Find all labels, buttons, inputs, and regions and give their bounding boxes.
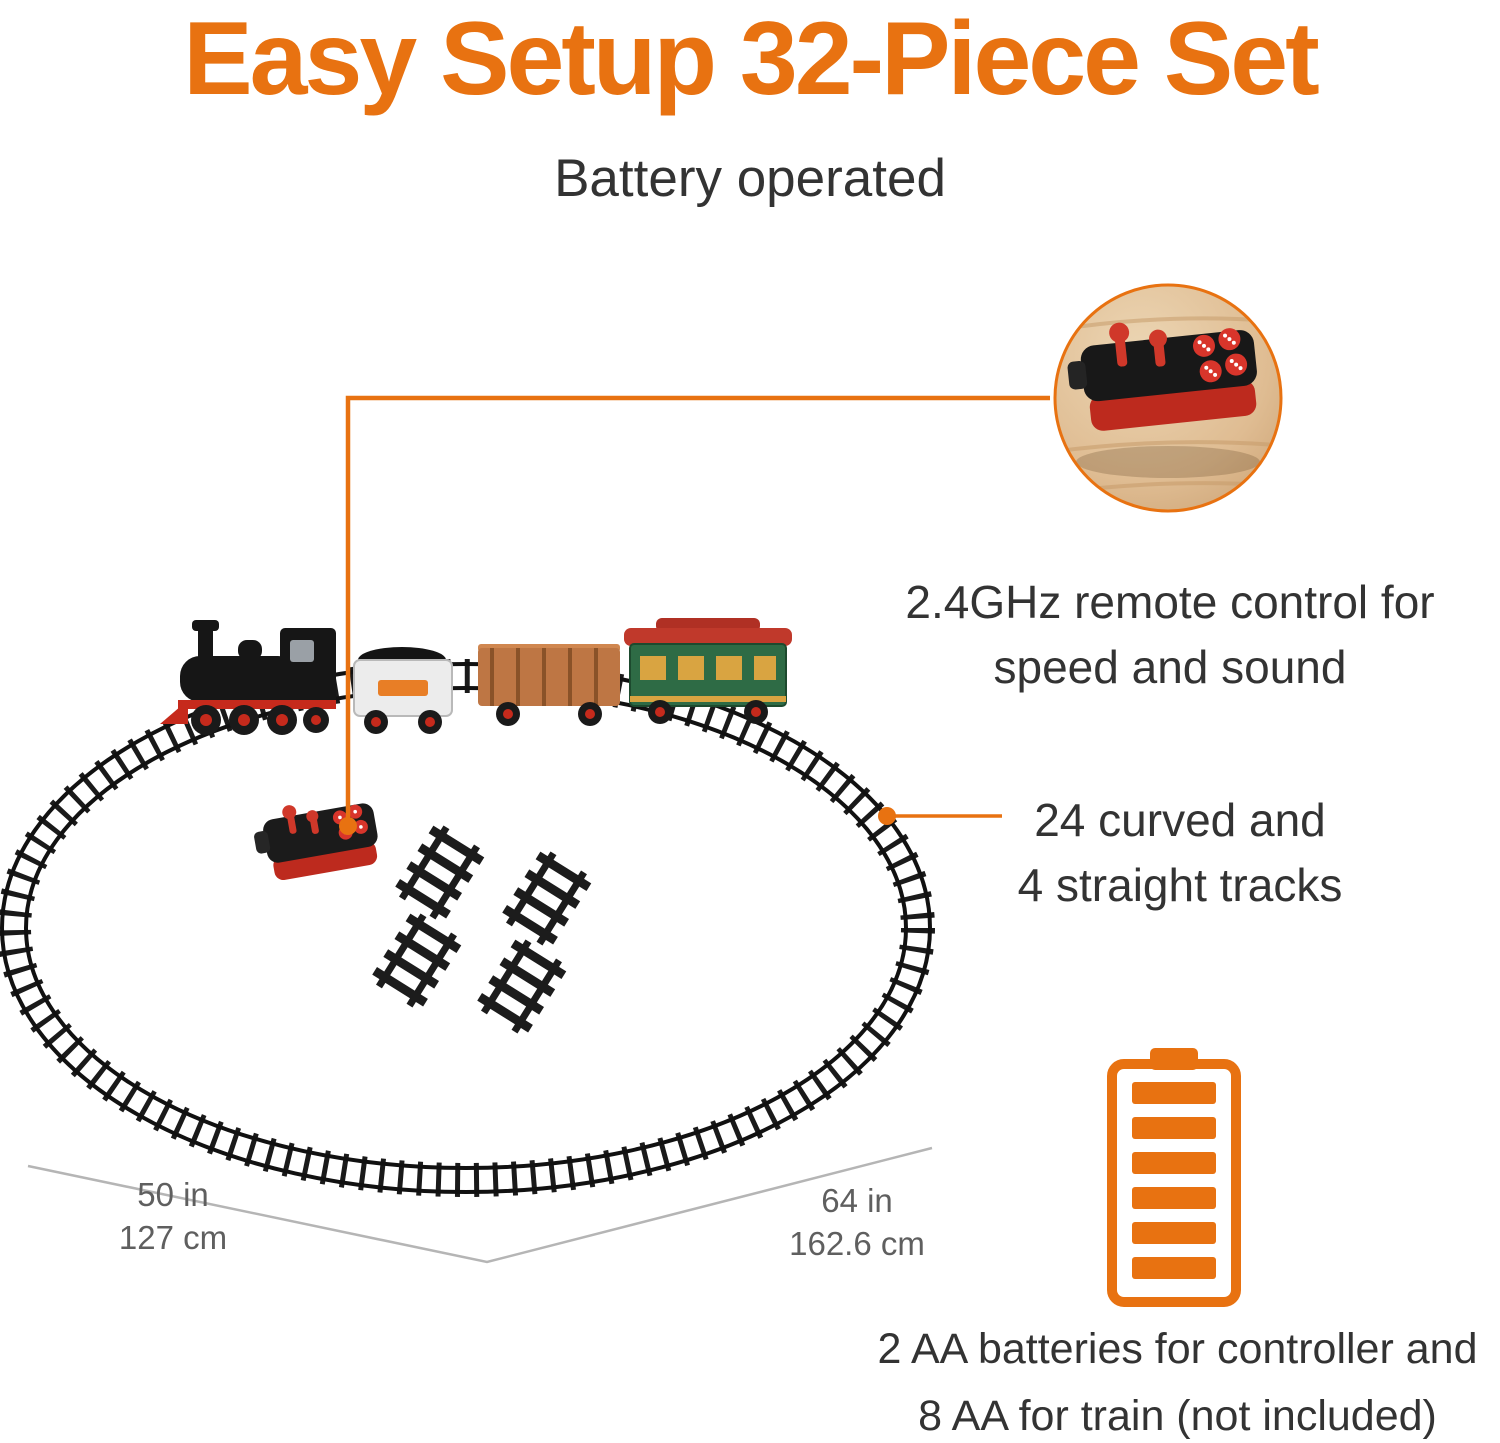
dimension-length-inches: 64 in	[821, 1182, 893, 1219]
dimension-width-cm: 127 cm	[118, 1218, 228, 1256]
page-title: Easy Setup 32-Piece Set	[183, 1, 1319, 117]
tracks-callout-line-1: 24 curved and	[1034, 794, 1326, 846]
dimension-label-length: 64 in 162.6 cm	[772, 1180, 942, 1266]
remote-control	[254, 803, 378, 881]
dimension-lines	[27, 1146, 933, 1264]
remote-callout-text: 2.4GHz remote control for speed and soun…	[858, 570, 1482, 701]
oval-track	[0, 659, 935, 1197]
callout-line-remote	[339, 395, 1050, 835]
locomotive	[160, 620, 336, 735]
tracks-callout-line-2: 4 straight tracks	[1017, 859, 1343, 912]
toy-train	[160, 618, 792, 735]
dimension-length-cm: 162.6 cm	[789, 1224, 925, 1262]
remote-callout-line-1: 2.4GHz remote control for	[905, 576, 1435, 628]
straight-track-pieces	[369, 821, 594, 1038]
battery-callout-text: 2 AA batteries for controller and 8 AA f…	[840, 1316, 1500, 1443]
callout-line-tracks	[878, 807, 1002, 825]
remote-callout-line-2: speed and sound	[993, 641, 1347, 694]
tender-car	[353, 647, 453, 734]
orange-callout-dot-icon	[339, 817, 357, 835]
dimension-label-width: 50 in 127 cm	[98, 1174, 248, 1260]
passenger-car	[624, 618, 792, 724]
battery-icon	[1107, 1048, 1241, 1307]
cargo-wagon	[478, 644, 620, 726]
dimension-width-inches: 50 in	[137, 1176, 209, 1213]
tracks-callout-text: 24 curved and 4 straight tracks	[955, 788, 1405, 919]
remote-control-closeup-icon	[1053, 283, 1283, 513]
page-subtitle: Battery operated	[554, 149, 946, 208]
battery-callout-line-1: 2 AA batteries for controller and	[877, 1325, 1478, 1373]
battery-callout-line-2: 8 AA for train (not included)	[918, 1391, 1437, 1440]
